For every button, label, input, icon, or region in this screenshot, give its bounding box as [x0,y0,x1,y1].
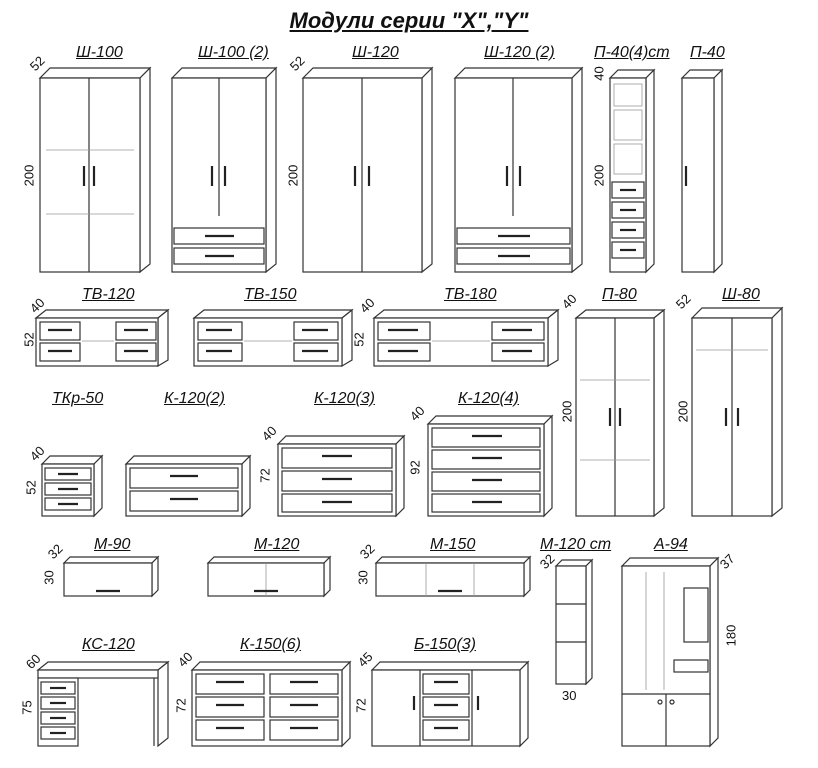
dim-width-m120st: 30 [562,688,577,703]
dim-height-tv180: 52 [351,332,367,347]
nightstand-tkr50-drawing [40,454,104,518]
module-name-p80: П-80 [602,286,637,303]
chest-k120-4-drawing [426,414,554,518]
module-name-tv150: ТВ-150 [244,286,297,303]
wardrobe-sh80-drawing [690,306,784,518]
dim-height-m150: 30 [355,570,371,585]
dim-height-p80: 200 [559,400,575,423]
module-name-sh120-2: Ш-120 (2) [484,44,555,61]
hallway-a94-drawing [620,556,720,748]
chest-k150-6-drawing [190,660,352,748]
module-name-sh100-2: Ш-100 (2) [198,44,269,61]
module-name-tv120: ТВ-120 [82,286,135,303]
wardrobe-sh100-drawing [38,66,152,274]
module-name-b150-3: Б-150(3) [414,636,476,653]
module-name-p40-4: П-40(4)ст [594,44,670,61]
wall-shelf-m120st-drawing [554,558,594,686]
module-name-k120-3: К-120(3) [314,390,376,407]
tv-stand-tv150-drawing [192,308,354,368]
dim-height-k120-3: 72 [257,468,273,483]
dim-height-p40-4: 200 [591,164,607,187]
dim-height-tkr50: 52 [23,480,39,495]
module-name-tkr50: ТКр-50 [52,390,104,407]
module-name-m120: М-120 [254,536,300,553]
dim-height-b150-3: 72 [353,698,369,713]
desk-ks120-drawing [36,660,170,748]
wall-cabinet-m150-drawing [374,555,532,598]
module-name-tv180: ТВ-180 [444,286,497,303]
module-name-sh100: Ш-100 [76,44,123,61]
module-name-a94: А-94 [654,536,688,553]
wall-cabinet-m90-drawing [62,555,160,598]
dim-height-sh100: 200 [21,164,37,187]
module-name-m150: М-150 [430,536,476,553]
wardrobe-sh100-2-drawing [170,66,278,274]
buffet-b150-3-drawing [370,660,530,748]
dim-height-sh80: 200 [675,400,691,423]
dim-height-k120-4: 92 [407,460,423,475]
wardrobe-p80-drawing [574,308,666,518]
dim-height-ks120: 75 [19,700,35,715]
module-name-m120st: М-120 ст [540,536,612,553]
wardrobe-sh120-drawing [301,66,434,274]
module-name-k120-4: К-120(4) [458,390,520,407]
dim-height-m90: 30 [41,570,57,585]
dim-height-sh120: 200 [285,164,301,187]
dim-height-tv120: 52 [21,332,37,347]
module-name-m90: М-90 [94,536,131,553]
module-name-k150-6: К-150(6) [240,636,302,653]
module-name-sh80: Ш-80 [722,286,760,303]
cabinet-p40-drawing [680,68,724,274]
module-name-sh120: Ш-120 [352,44,399,61]
module-name-k120-2: К-120(2) [164,390,226,407]
shelf-p40-4-drawing [608,68,656,274]
wardrobe-sh120-2-drawing [453,66,584,274]
tv-stand-tv120-drawing [34,308,170,368]
dim-height-k150-6: 72 [173,698,189,713]
chest-k120-2-drawing [124,454,252,518]
tv-stand-tv180-drawing [372,308,560,368]
dim-depth-p40-4: 40 [591,66,607,81]
module-name-p40: П-40 [690,44,725,61]
module-name-ks120: КС-120 [82,636,135,653]
chest-k120-3-drawing [276,434,406,518]
dim-height-a94: 180 [723,624,739,647]
wall-cabinet-m120-drawing [206,555,332,598]
page-title: Модули серии "X","Y" [289,8,529,33]
